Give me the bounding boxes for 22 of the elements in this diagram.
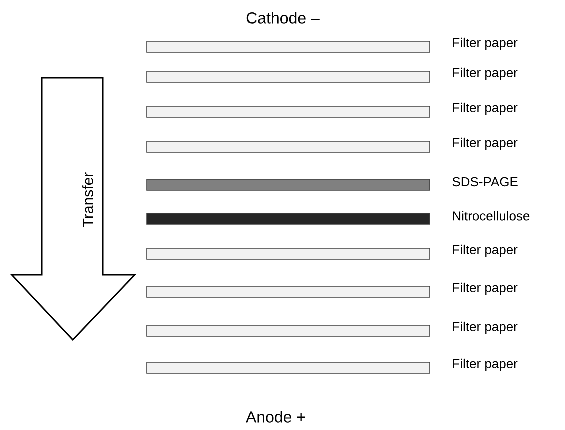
layer-bar (146, 286, 430, 298)
layer-label: SDS-PAGE (452, 177, 518, 187)
layer-label: Filter paper (453, 68, 518, 80)
layer-label: Filter paper (453, 358, 518, 372)
layer-bar (146, 141, 430, 153)
layer-label: Filter paper (453, 322, 518, 334)
layer-bar (146, 213, 430, 225)
layer-bar (146, 362, 430, 374)
layer-bar (146, 248, 430, 260)
layer-bar (146, 71, 430, 83)
layer-label: Filter paper (453, 282, 518, 296)
layer-bar (146, 41, 430, 53)
layer-label: Filter paper (453, 244, 518, 258)
electrode-label: Anode + (246, 411, 306, 423)
layer-label: Filter paper (453, 138, 518, 150)
layer-label: Filter paper (453, 102, 518, 116)
layer-bar (146, 325, 430, 337)
layer-bar (146, 179, 430, 191)
electrode-label: Cathode – (246, 12, 320, 24)
layer-label: Filter paper (453, 38, 518, 50)
layer-label: Nitrocellulose (453, 211, 530, 221)
layer-bar (146, 106, 430, 118)
